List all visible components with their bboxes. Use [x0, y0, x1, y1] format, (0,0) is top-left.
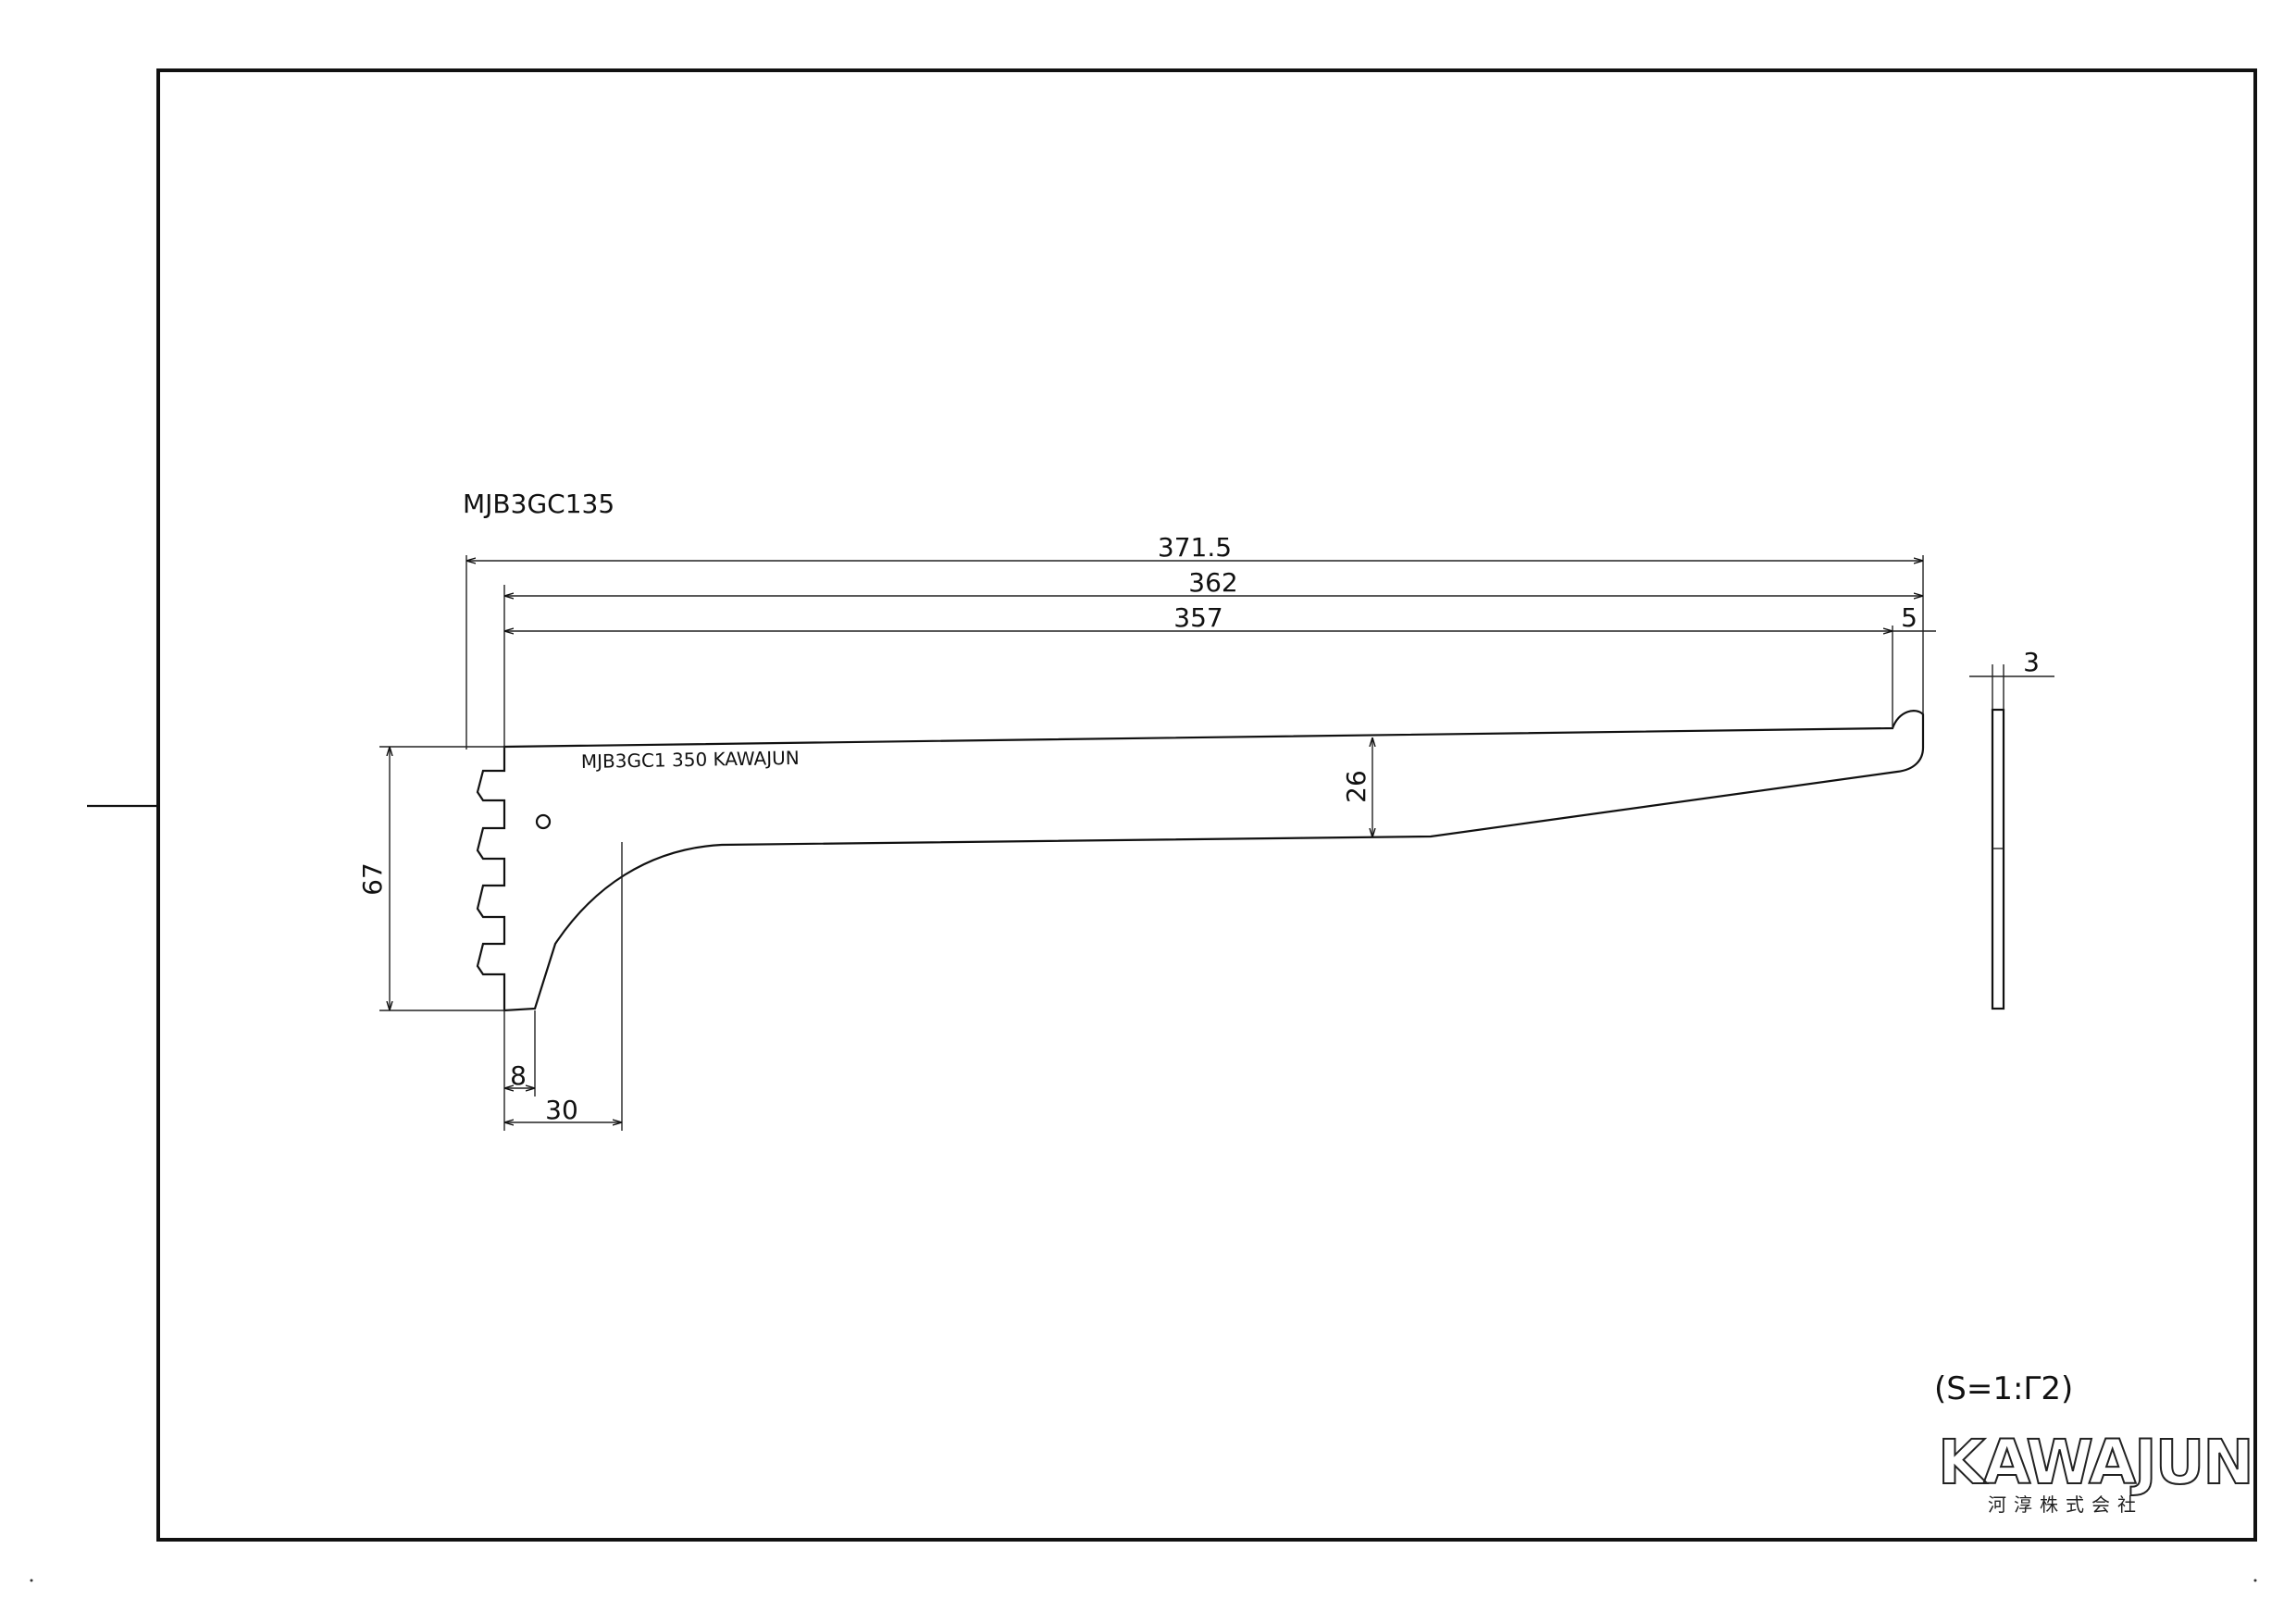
dim-overall-length: 371.5	[1158, 532, 1232, 563]
dim-curve-start: 30	[545, 1095, 578, 1125]
kawajun-logo: KAWAJUN	[1938, 1427, 2253, 1498]
part-number-label: MJB3GC135	[463, 489, 614, 519]
etched-marking: MJB3GC1 350 KAWAJUN	[581, 747, 800, 773]
dim-thickness: 3	[2023, 647, 2040, 677]
scale-note: (S=1:Γ2)	[1934, 1370, 2073, 1407]
dim-tip-width: 5	[1901, 602, 1917, 633]
side-view	[1991, 708, 2005, 1010]
bracket-hole	[535, 813, 552, 830]
dim-height: 67	[357, 862, 388, 896]
dim-357: 357	[1173, 602, 1222, 633]
dim-hook-offset: 8	[510, 1060, 527, 1091]
dim-arm-depth: 26	[1341, 770, 1371, 803]
dim-362: 362	[1188, 567, 1237, 598]
corner-dot-right	[2253, 1579, 2257, 1582]
drawing-frame	[156, 68, 2257, 1542]
company-name: 河淳株式会社	[1988, 1493, 2143, 1516]
corner-dot-left	[30, 1579, 33, 1582]
